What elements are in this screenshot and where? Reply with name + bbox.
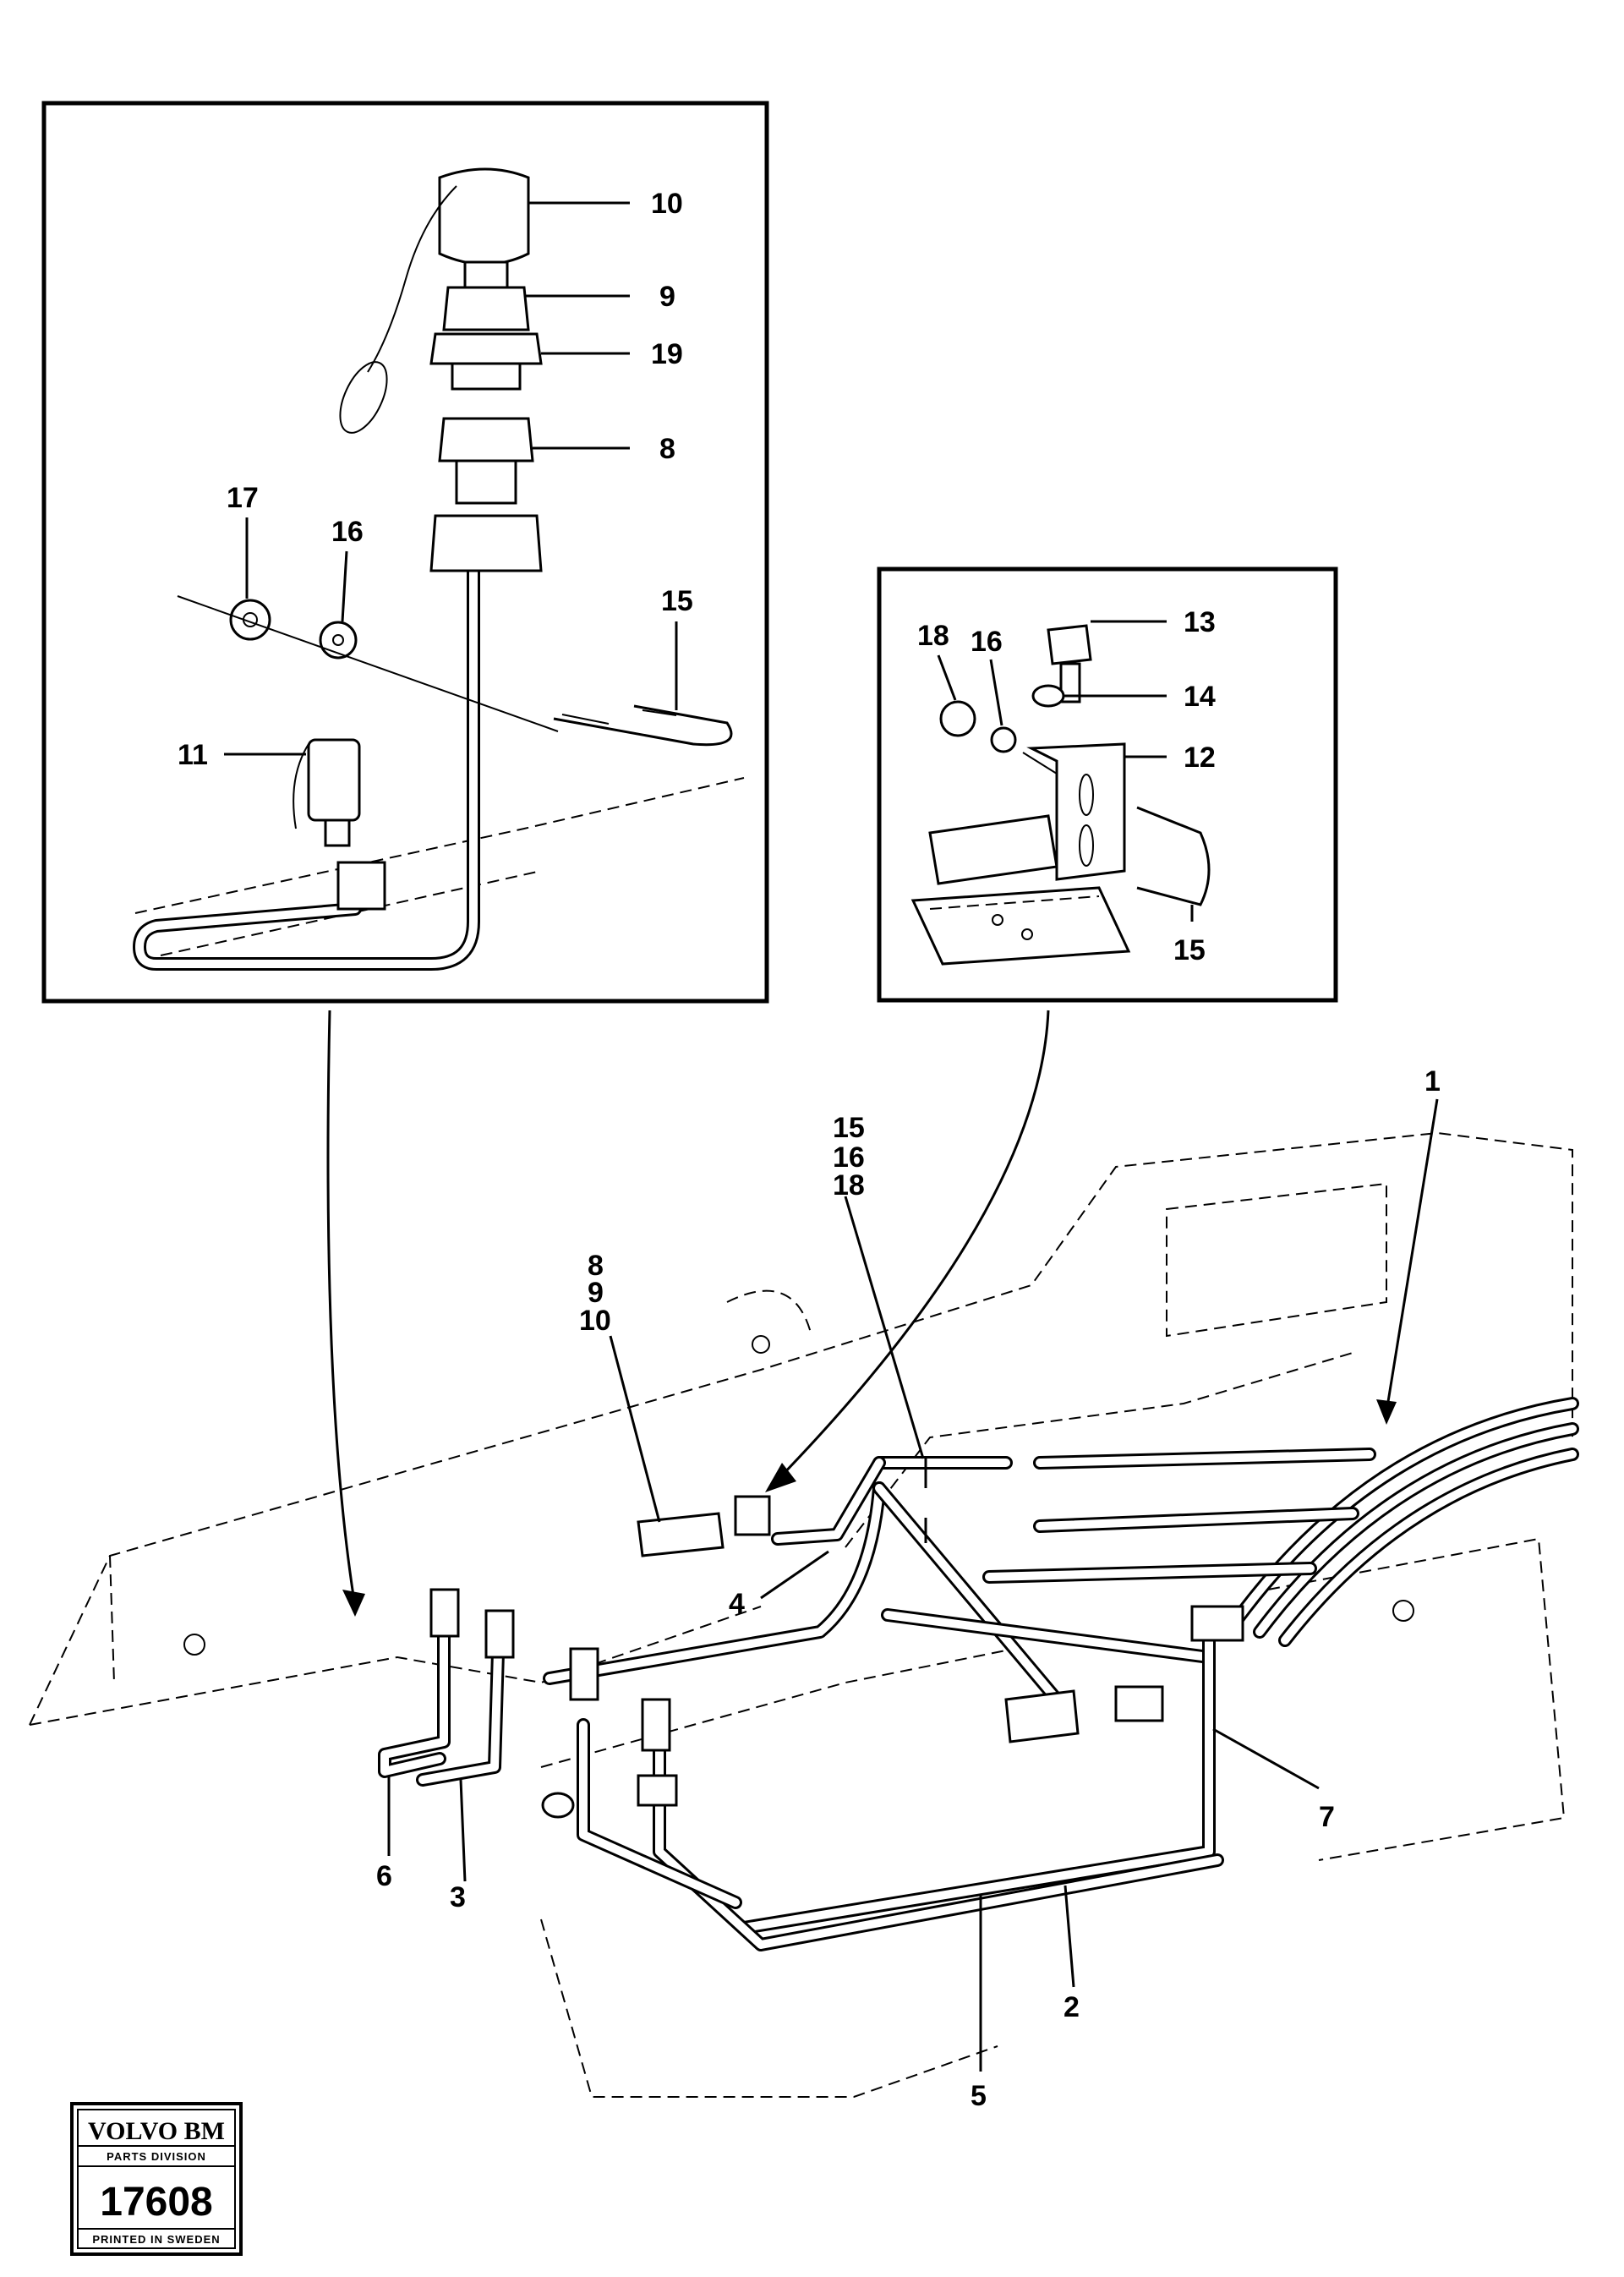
callout-13: 13 — [1184, 606, 1216, 638]
inset-quick-coupling: 10 9 19 8 17 16 15 11 — [41, 101, 769, 1004]
callout-9: 9 — [659, 281, 675, 313]
callout-8: 8 — [588, 1250, 604, 1282]
callout-10: 10 — [651, 188, 683, 220]
callout-1: 1 — [1424, 1065, 1441, 1097]
callout-17: 17 — [227, 482, 259, 514]
callout-8: 8 — [659, 433, 675, 465]
stamp-number: 17608 — [100, 2180, 212, 2225]
callout-18: 18 — [917, 620, 949, 652]
main-assembly-view: 1 15 16 18 8 9 10 4 6 3 7 5 2 — [29, 1065, 1579, 2112]
callout-7: 7 — [1319, 1801, 1335, 1833]
callout-12: 12 — [1184, 742, 1216, 774]
callout-16: 16 — [331, 516, 364, 548]
inset-bracket: 13 14 12 18 16 15 — [877, 567, 1338, 1003]
callout-5: 5 — [971, 2080, 987, 2112]
stamp-brand: VOLVO BM — [88, 2117, 225, 2145]
volvo-bm-stamp: VOLVO BM PARTS DIVISION 17608 PRINTED IN… — [70, 2102, 243, 2256]
callout-15: 15 — [1173, 934, 1206, 966]
inset-frame-left — [41, 101, 769, 1004]
callout-10: 10 — [579, 1305, 611, 1337]
callout-9: 9 — [588, 1277, 604, 1309]
callout-15: 15 — [661, 585, 693, 617]
stamp-division: PARTS DIVISION — [107, 2150, 206, 2163]
callout-16: 16 — [833, 1141, 865, 1174]
callout-4: 4 — [729, 1588, 745, 1620]
callout-18: 18 — [833, 1169, 865, 1201]
callout-19: 19 — [651, 338, 683, 370]
callout-6: 6 — [376, 1860, 392, 1892]
callout-14: 14 — [1184, 681, 1216, 713]
callout-3: 3 — [450, 1881, 466, 1913]
callout-15: 15 — [833, 1112, 865, 1144]
callout-16: 16 — [971, 626, 1003, 658]
stamp-printed: PRINTED IN SWEDEN — [92, 2233, 220, 2246]
callout-11: 11 — [178, 739, 208, 771]
callout-2: 2 — [1064, 1991, 1080, 2023]
